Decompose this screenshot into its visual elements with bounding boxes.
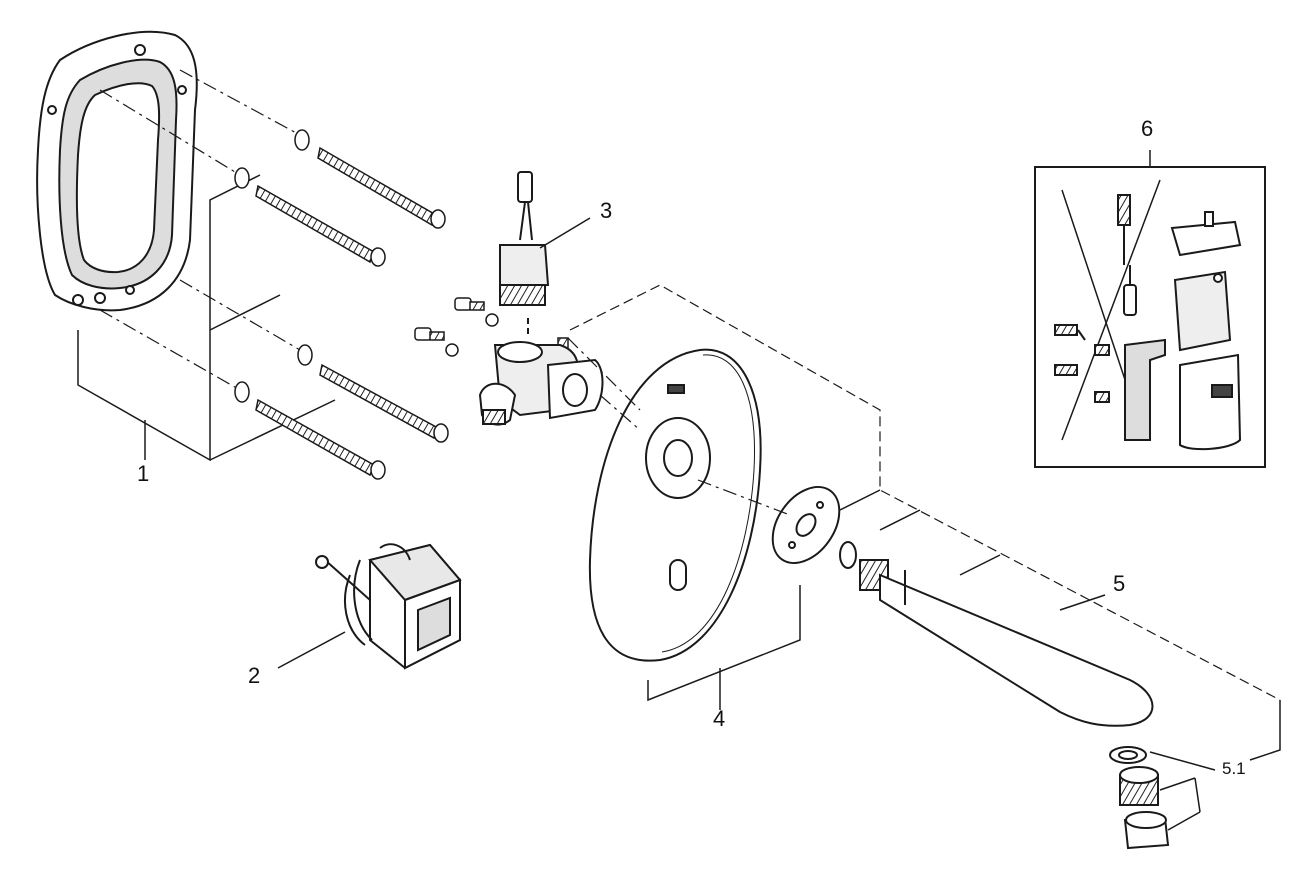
alignment-lines-frame bbox=[99, 69, 301, 391]
callout-leaders bbox=[277, 217, 1106, 669]
callout-3: 3 bbox=[600, 198, 613, 223]
valve-screws bbox=[414, 297, 569, 357]
spare-kit-box bbox=[1034, 150, 1266, 468]
alignment-lines-plate bbox=[567, 337, 791, 516]
mounting-frame bbox=[36, 30, 198, 312]
spout bbox=[859, 559, 1154, 727]
callout-5-1: 5.1 bbox=[1222, 759, 1246, 778]
bracket-part-4 bbox=[647, 585, 801, 710]
callout-1: 1 bbox=[137, 461, 150, 486]
screws-and-washers bbox=[234, 129, 449, 480]
callout-2: 2 bbox=[248, 663, 261, 688]
bracket-plate-upper bbox=[569, 284, 1281, 701]
valve-body-elbow bbox=[478, 318, 604, 426]
callout-4: 4 bbox=[713, 706, 726, 731]
aerator-parts bbox=[1109, 746, 1170, 850]
cover-plate bbox=[588, 348, 762, 662]
bracket-part-1 bbox=[77, 174, 336, 462]
rosette bbox=[771, 486, 841, 564]
callout-6: 6 bbox=[1141, 116, 1154, 141]
power-supply-unit bbox=[315, 543, 462, 670]
callout-5: 5 bbox=[1113, 571, 1126, 596]
solenoid-valve bbox=[499, 171, 550, 306]
bracket-part-5 bbox=[839, 489, 1281, 761]
leader-5-1 bbox=[1149, 751, 1216, 831]
seal-ring bbox=[839, 541, 857, 569]
